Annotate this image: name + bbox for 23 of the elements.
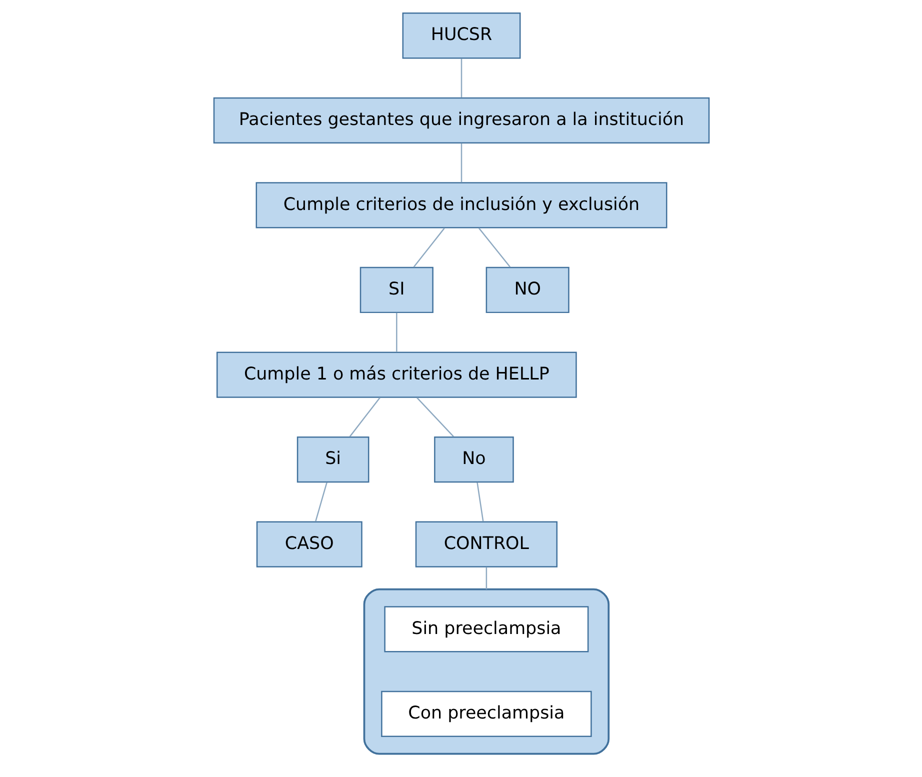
node-box: No	[434, 436, 514, 483]
node-box: Cumple criterios de inclusión y exclusión	[255, 182, 667, 228]
node-box: Cumple 1 o más criterios de HELLP	[216, 352, 576, 398]
node-box: Si	[296, 436, 369, 483]
node-box: Con preeclampsia	[380, 690, 592, 738]
connector	[476, 482, 484, 522]
connector	[460, 58, 462, 98]
connector	[348, 397, 380, 437]
connector	[412, 228, 444, 268]
node-box: Pacientes gestantes que ingresaron a la institución	[212, 97, 710, 144]
cluster	[362, 588, 610, 755]
node-box: CASO	[256, 521, 362, 568]
node-box: SI	[359, 266, 433, 314]
node-box: CONTROL	[414, 521, 558, 568]
node-box: NO	[485, 266, 569, 314]
connector	[416, 397, 454, 437]
connector	[478, 228, 510, 268]
node-box: Sin preeclampsia	[384, 606, 588, 652]
connector	[314, 482, 327, 522]
connector	[460, 143, 462, 182]
node-box: HUCSR	[402, 12, 520, 59]
connector	[485, 567, 487, 590]
connector	[396, 312, 397, 352]
